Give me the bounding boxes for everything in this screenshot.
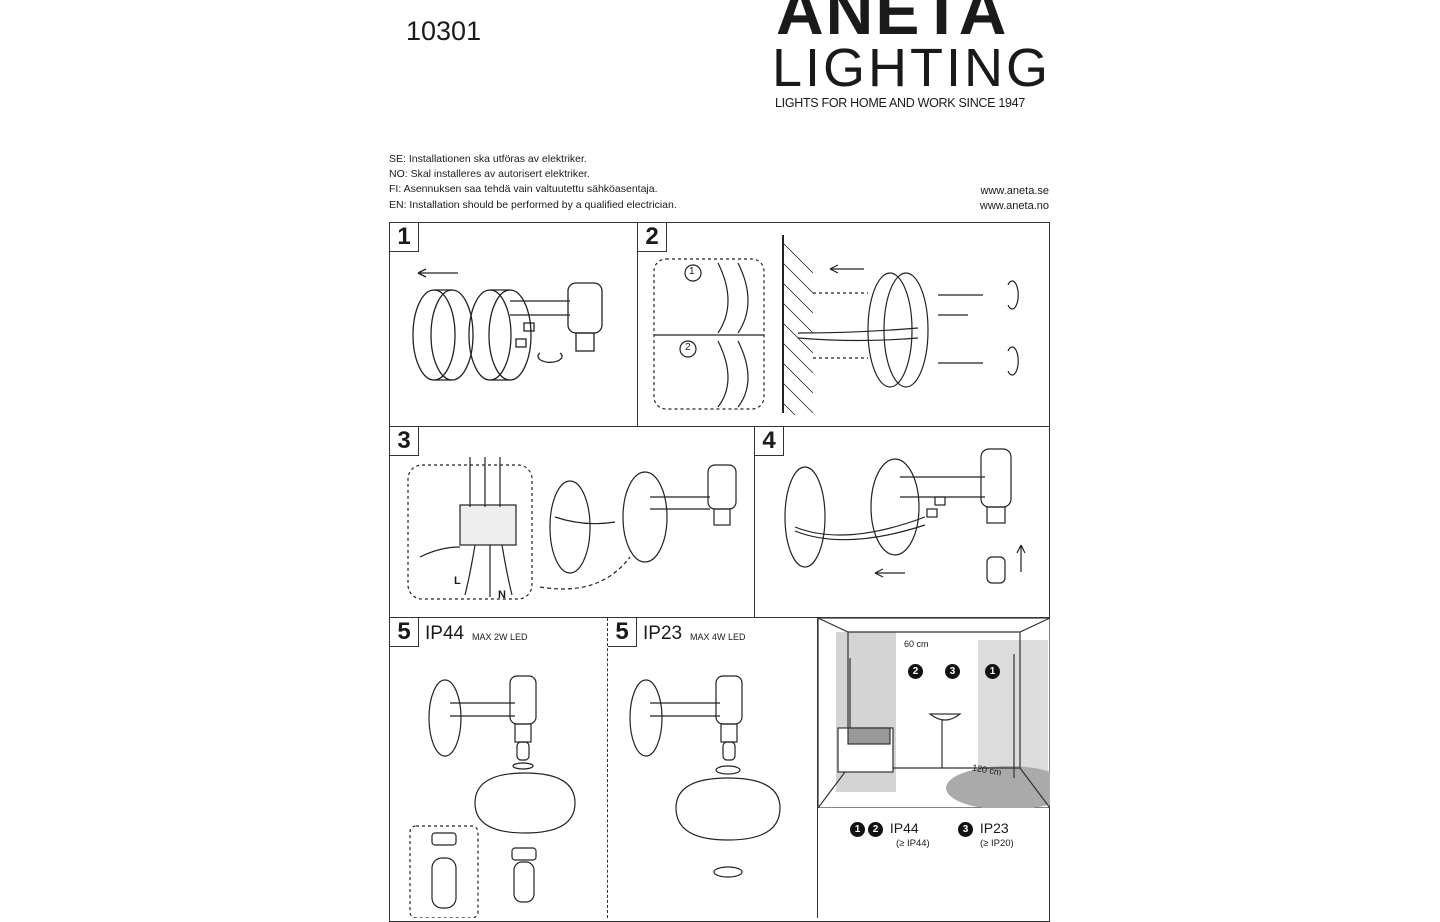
step-number: 4 (755, 427, 784, 456)
instruction-grid: 1 1 2 2 (389, 222, 1050, 922)
step-number: 5 (390, 618, 419, 647)
model-number: 10301 (406, 16, 482, 46)
step-3-panel: L N 3 (390, 427, 755, 618)
note-no: NO: Skal installeres av autorisert elekt… (389, 168, 590, 180)
note-fi: FI: Asennuksen saa tehdä vain valtuutett… (389, 183, 658, 195)
sub-step-2: 2 (685, 342, 691, 353)
step-number: 2 (638, 223, 667, 252)
step-1-panel: 1 (390, 223, 638, 427)
note-se: SE: Installationen ska utföras av elektr… (389, 153, 587, 165)
note-en: EN: Installation should be performed by … (389, 199, 677, 211)
zone-1-marker: 1 (850, 821, 865, 837)
link-no[interactable]: www.aneta.no (979, 200, 1049, 212)
legend-zone-3: 3 IP23 (958, 820, 1009, 837)
zone-2-marker: 2 (868, 821, 883, 837)
step-4-panel: 4 (755, 427, 1049, 618)
legend-min-ip44: (≥ IP44) (896, 838, 930, 849)
zone-3-marker: 3 (945, 664, 960, 679)
logo-brand: ANETA (776, 0, 1009, 48)
tagline: LIGHTS FOR HOME AND WORK SINCE 1947 (775, 96, 1025, 110)
step-2-panel: 1 2 2 (638, 223, 1049, 427)
bathroom-zones-illustration (818, 618, 1050, 808)
legend-min-ip20: (≥ IP20) (980, 838, 1014, 849)
live-wire-label: L (454, 575, 461, 587)
step-number: 3 (390, 427, 419, 456)
legend-ip44: IP44 (889, 820, 919, 836)
zone-1-marker: 1 (985, 664, 1000, 679)
step-number: 5 (608, 618, 637, 647)
legend-ip23: IP23 (979, 820, 1009, 836)
ip-rating: IP23 (643, 623, 683, 644)
link-se[interactable]: www.aneta.se (980, 185, 1049, 197)
step-3-illustration (407, 457, 737, 600)
step-5-ip44-illustration (409, 675, 576, 918)
step-5-ip44-panel: 5 IP44 MAX 2W LED (390, 618, 608, 918)
step-2-illustration (653, 235, 1019, 416)
ip-rating: IP44 (425, 623, 465, 644)
zone-3-marker: 3 (958, 821, 973, 837)
zone-2-marker: 2 (908, 664, 923, 679)
step-5-ip23-illustration (629, 675, 781, 878)
max-wattage: MAX 4W LED (690, 632, 746, 642)
step-number: 1 (390, 223, 419, 252)
neutral-wire-label: N (498, 589, 506, 601)
sub-step-1: 1 (689, 266, 695, 277)
logo-sub: LIGHTING (772, 38, 1052, 98)
step-4-illustration (784, 448, 1026, 584)
step-5-ip23-panel: 5 IP23 MAX 4W LED (608, 618, 818, 918)
step-1-illustration (412, 268, 603, 381)
distance-60: 60 cm (904, 639, 929, 649)
max-wattage: MAX 2W LED (472, 632, 528, 642)
